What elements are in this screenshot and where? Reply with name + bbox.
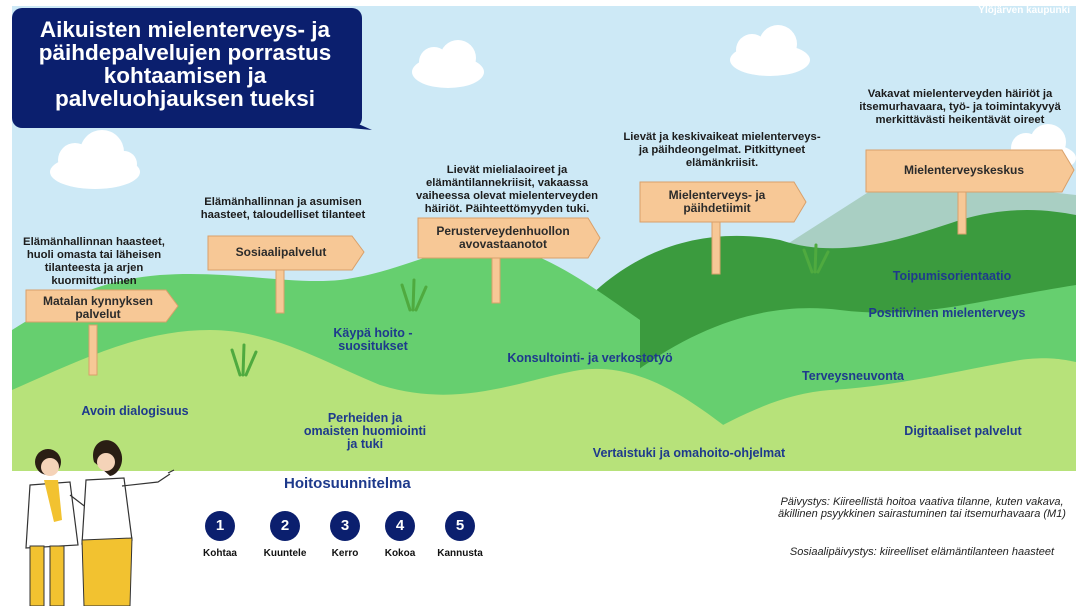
signpost-perusterveys <box>417 217 601 304</box>
step-number: 2 <box>270 511 300 541</box>
hill-light <box>12 330 730 471</box>
grass-icon <box>230 243 830 377</box>
level-description: Vakavat mielenterveyden häiriöt ja itsem… <box>859 88 1061 126</box>
social-emergency-note: Sosiaalipäivystys: kiireelliset elämänti… <box>789 546 1055 558</box>
care-step: 3 Kerro <box>305 511 385 559</box>
signpost-matalan <box>25 289 179 376</box>
signpost-mielenterveyskeskus <box>865 149 1075 235</box>
title-panel <box>12 8 362 128</box>
care-step: 1 Kohtaa <box>180 511 260 559</box>
step-label: Kokoa <box>384 548 416 559</box>
sign-label: Matalan kynnyksen palvelut <box>42 294 154 321</box>
level-description: Lievät ja keskivaikeat mielenterveys- ja… <box>623 131 821 169</box>
sign-label: Perusterveydenhuollon avovastaanotot <box>436 224 570 251</box>
step-number: 4 <box>385 511 415 541</box>
hill-label-perheiden: Perheiden ja omaisten huomiointi ja tuki <box>303 411 427 451</box>
step-number: 3 <box>330 511 360 541</box>
sign-label: Sosiaalipalvelut <box>235 245 327 259</box>
step-number: 1 <box>205 511 235 541</box>
hill-label-digitaaliset: Digitaaliset palvelut <box>904 424 1022 438</box>
care-plan-title: Hoitosuunnitelma <box>284 475 411 492</box>
hill-label-avoin: Avoin dialogisuus <box>81 404 189 418</box>
step-number: 5 <box>445 511 475 541</box>
step-label: Kohtaa <box>203 548 237 559</box>
hill-label-kaypa: Käypä hoito -suositukset <box>333 326 413 353</box>
cloud-icon <box>412 40 484 88</box>
step-label: Kuuntele <box>263 548 307 559</box>
hill-label-terveysneuvonta: Terveysneuvonta <box>802 369 904 383</box>
brand-label: Ylöjärven kaupunki <box>978 5 1070 16</box>
sign-label: Mielenterveyskeskus <box>903 163 1025 177</box>
signpost-sosiaali <box>207 235 365 314</box>
care-step: 5 Kannusta <box>420 511 500 559</box>
care-step: 4 Kokoa <box>360 511 440 559</box>
sign-label: Mielenterveys- ja päihdetiimit <box>668 188 766 215</box>
hill-label-toipumis: Toipumisorientaatio <box>892 269 1012 283</box>
step-label: Kannusta <box>437 548 483 559</box>
cloud-icon <box>730 25 810 76</box>
signpost-mielenterveys-paihde <box>639 181 807 275</box>
level-description: Lievät mielialaoireet ja elämäntilannekr… <box>415 164 599 215</box>
hill-label-positiivinen: Positiivinen mielenterveys <box>868 306 1026 320</box>
cloud-icon <box>50 130 140 189</box>
level-description: Elämänhallinnan ja asumisen haasteet, ta… <box>200 196 366 221</box>
page-title: Aikuisten mielenterveys- ja päihdepalvel… <box>38 17 332 111</box>
hill-label-konsultointi: Konsultointi- ja verkostotyö <box>507 351 673 365</box>
step-label: Kerro <box>331 548 359 559</box>
level-description: Elämänhallinnan haasteet, huoli omasta t… <box>23 236 165 287</box>
emergency-note: Päivystys: Kiireellistä hoitoa vaativa t… <box>778 496 1066 520</box>
hill-label-vertaistuki: Vertaistuki ja omahoito-ohjelmat <box>592 446 786 460</box>
hill-light <box>640 358 1076 471</box>
care-step: 2 Kuuntele <box>245 511 325 559</box>
people-illustration <box>25 440 175 606</box>
